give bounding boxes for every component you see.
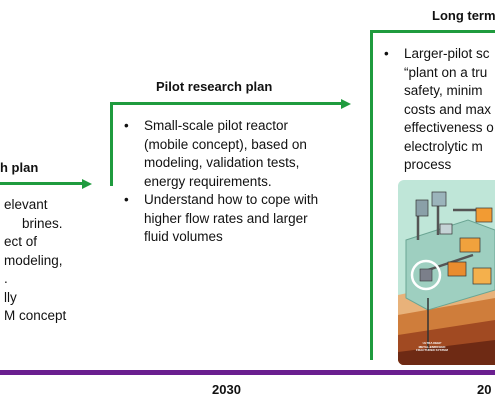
year-2030: 2030 (212, 382, 241, 397)
long-term-bullet-1: Larger-pilot sc “plant on a tru safety, … (382, 45, 494, 175)
right-connector-vertical (370, 30, 373, 360)
left-line-2: brines. (22, 215, 63, 231)
plant-illustration-svg (398, 180, 495, 365)
timeline-bar (0, 370, 495, 375)
left-plan-text: elevant brines. ect of modeling, . lly M… (0, 196, 66, 326)
pilot-bullet-1: Small-scale pilot reactor (mobile concep… (122, 117, 318, 191)
plant-illustration: ULTRA DEEP METAL-ENRICHED FRACTURED SYST… (398, 180, 495, 365)
pilot-plan-heading: Pilot research plan (156, 79, 273, 94)
left-connector-arrowhead (82, 179, 92, 189)
left-line-4: modeling, (4, 252, 63, 268)
middle-connector-arrowhead (341, 99, 351, 109)
long-term-text: Larger-pilot sc “plant on a tru safety, … (382, 45, 494, 175)
year-next: 20 (477, 382, 492, 397)
left-connector-line (0, 182, 84, 185)
left-line-6: lly (4, 289, 17, 305)
pilot-bullet-2: Understand how to cope with higher flow … (122, 191, 318, 247)
left-line-7: M concept (4, 308, 67, 323)
left-line-1: elevant (4, 197, 48, 212)
middle-connector-vertical (110, 102, 113, 186)
middle-connector-line (110, 102, 343, 105)
left-plan-heading: h plan (0, 160, 39, 175)
illustration-label: ULTRA DEEP METAL-ENRICHED FRACTURED SYST… (416, 341, 448, 352)
pilot-plan-text: Small-scale pilot reactor (mobile concep… (122, 117, 318, 247)
right-connector-line (370, 30, 495, 33)
left-line-3: ect of (4, 234, 38, 249)
long-term-heading: Long term (432, 8, 495, 23)
left-line-5: . (4, 271, 8, 286)
